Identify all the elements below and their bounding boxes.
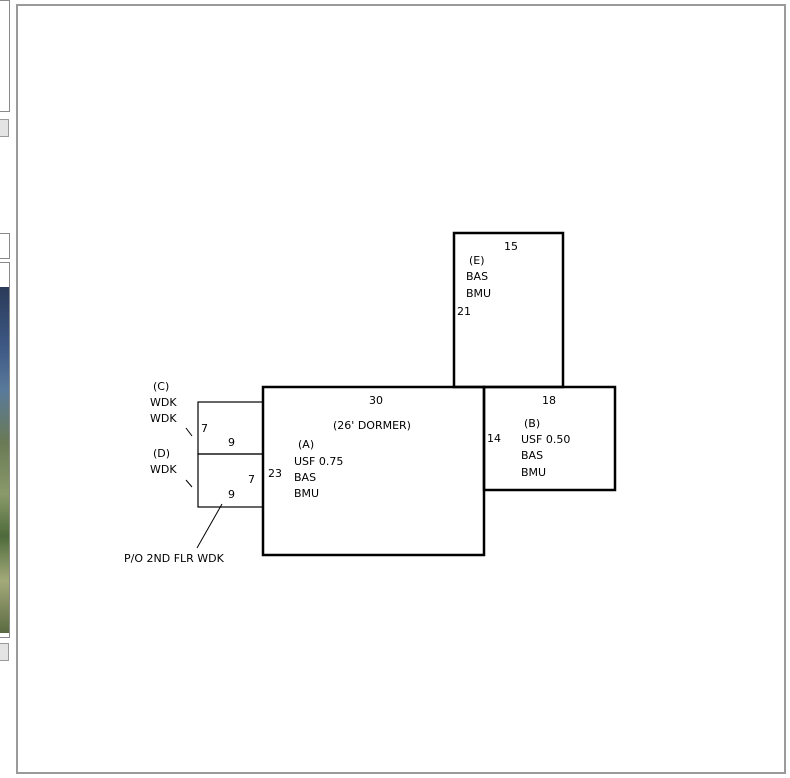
- section-c-bottom-dim: 9: [228, 436, 235, 449]
- callout-leader-line: [196, 503, 223, 549]
- section-a-left-dim: 23: [268, 467, 282, 480]
- left-panel-section: [0, 0, 10, 112]
- left-panel-button[interactable]: [0, 643, 9, 661]
- property-photo[interactable]: [0, 287, 9, 633]
- section-b-top-dim: 18: [542, 394, 556, 407]
- section-a-code: BMU: [294, 487, 319, 500]
- section-d-bottom-dim: 9: [228, 488, 235, 501]
- section-a-code: BAS: [294, 471, 316, 484]
- section-a-code: USF 0.75: [294, 455, 343, 468]
- section-e-letter: (E): [469, 254, 485, 267]
- section-a-letter: (A): [298, 438, 314, 451]
- section-d-code: WDK: [150, 463, 177, 476]
- callout-label: P/O 2ND FLR WDK: [124, 552, 225, 565]
- section-c-code: WDK: [150, 412, 177, 425]
- section-c-side-dim: 7: [201, 422, 208, 435]
- section-c-code: WDK: [150, 396, 177, 409]
- section-d-side-dim: 7: [248, 473, 255, 486]
- leader-line-c: [185, 427, 193, 437]
- section-e-left-dim: 21: [457, 305, 471, 318]
- section-b-left-dim: 14: [487, 432, 501, 445]
- section-b-code: BAS: [521, 449, 543, 462]
- section-e-outline: [452, 231, 565, 389]
- section-d-letter: (D): [153, 447, 170, 460]
- section-b-letter: (B): [524, 417, 540, 430]
- section-d-outline: [197, 453, 264, 508]
- section-a-note: (26' DORMER): [333, 419, 411, 432]
- leader-line-d: [185, 479, 193, 488]
- left-panel-button[interactable]: [0, 119, 9, 137]
- section-c-letter: (C): [153, 380, 169, 393]
- left-panel-strip: [0, 0, 16, 778]
- left-panel-section: [0, 233, 10, 259]
- section-e-top-dim: 15: [504, 240, 518, 253]
- section-e-code: BAS: [466, 270, 488, 283]
- section-b-code: USF 0.50: [521, 433, 570, 446]
- section-b-code: BMU: [521, 466, 546, 479]
- section-a-top-dim: 30: [369, 394, 383, 407]
- sketch-frame: [16, 4, 786, 774]
- section-e-code: BMU: [466, 287, 491, 300]
